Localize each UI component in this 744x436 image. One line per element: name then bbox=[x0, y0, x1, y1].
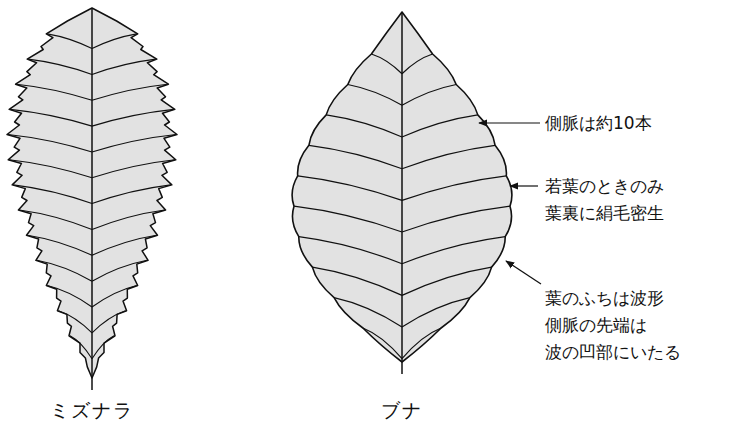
side-vein bbox=[9, 160, 92, 178]
side-vein bbox=[47, 286, 92, 308]
side-vein bbox=[312, 267, 402, 295]
side-vein bbox=[402, 145, 495, 168]
side-vein bbox=[92, 286, 137, 308]
side-vein bbox=[402, 54, 433, 74]
callout-note: 側脈は約10本 bbox=[545, 110, 652, 137]
leader-arrows bbox=[479, 123, 541, 284]
side-vein bbox=[8, 135, 92, 153]
side-vein bbox=[92, 185, 171, 204]
side-vein bbox=[17, 84, 92, 100]
side-vein bbox=[13, 185, 92, 204]
callout-note: 若葉のときのみ 葉裏に絹毛密生 bbox=[545, 173, 664, 227]
buna-leaf bbox=[292, 12, 512, 374]
side-vein bbox=[371, 54, 402, 74]
side-vein bbox=[402, 298, 470, 327]
side-vein bbox=[92, 235, 157, 255]
leader-arrow bbox=[479, 122, 540, 123]
leader-arrow bbox=[510, 185, 538, 186]
side-vein bbox=[37, 260, 92, 281]
side-vein bbox=[92, 260, 147, 281]
species-name: ミズナラ bbox=[50, 396, 134, 424]
side-vein bbox=[92, 210, 165, 230]
side-vein bbox=[92, 160, 175, 178]
side-vein bbox=[92, 336, 114, 359]
side-vein bbox=[402, 328, 441, 359]
side-vein bbox=[299, 237, 402, 264]
side-vein bbox=[19, 210, 92, 230]
side-vein bbox=[402, 115, 478, 137]
callout-note: 葉のふちは波形 側脈の先端は 波の凹部にいたる bbox=[545, 285, 681, 366]
leader-arrow bbox=[506, 261, 541, 284]
side-vein bbox=[58, 311, 92, 333]
side-vein bbox=[334, 298, 402, 327]
side-vein bbox=[402, 237, 505, 264]
side-vein bbox=[348, 85, 402, 106]
side-vein bbox=[92, 59, 156, 74]
side-vein bbox=[28, 235, 93, 255]
side-vein bbox=[28, 59, 92, 74]
species-name: ブナ bbox=[381, 396, 423, 424]
side-vein bbox=[92, 109, 174, 126]
side-vein bbox=[92, 34, 137, 49]
side-vein bbox=[402, 206, 510, 232]
side-vein bbox=[92, 311, 126, 333]
side-vein bbox=[10, 109, 92, 126]
side-vein bbox=[298, 176, 402, 201]
side-vein bbox=[92, 84, 167, 100]
side-vein bbox=[402, 267, 492, 295]
midrib bbox=[91, 8, 93, 390]
side-vein bbox=[402, 85, 456, 106]
side-vein bbox=[363, 328, 402, 359]
side-vein bbox=[309, 145, 402, 168]
side-vein bbox=[92, 135, 176, 153]
side-vein bbox=[47, 34, 92, 49]
side-vein bbox=[70, 336, 92, 359]
mizunara-leaf bbox=[7, 8, 177, 390]
side-vein bbox=[402, 176, 506, 201]
side-vein bbox=[294, 206, 402, 232]
side-vein bbox=[326, 115, 402, 137]
midrib bbox=[401, 12, 403, 374]
